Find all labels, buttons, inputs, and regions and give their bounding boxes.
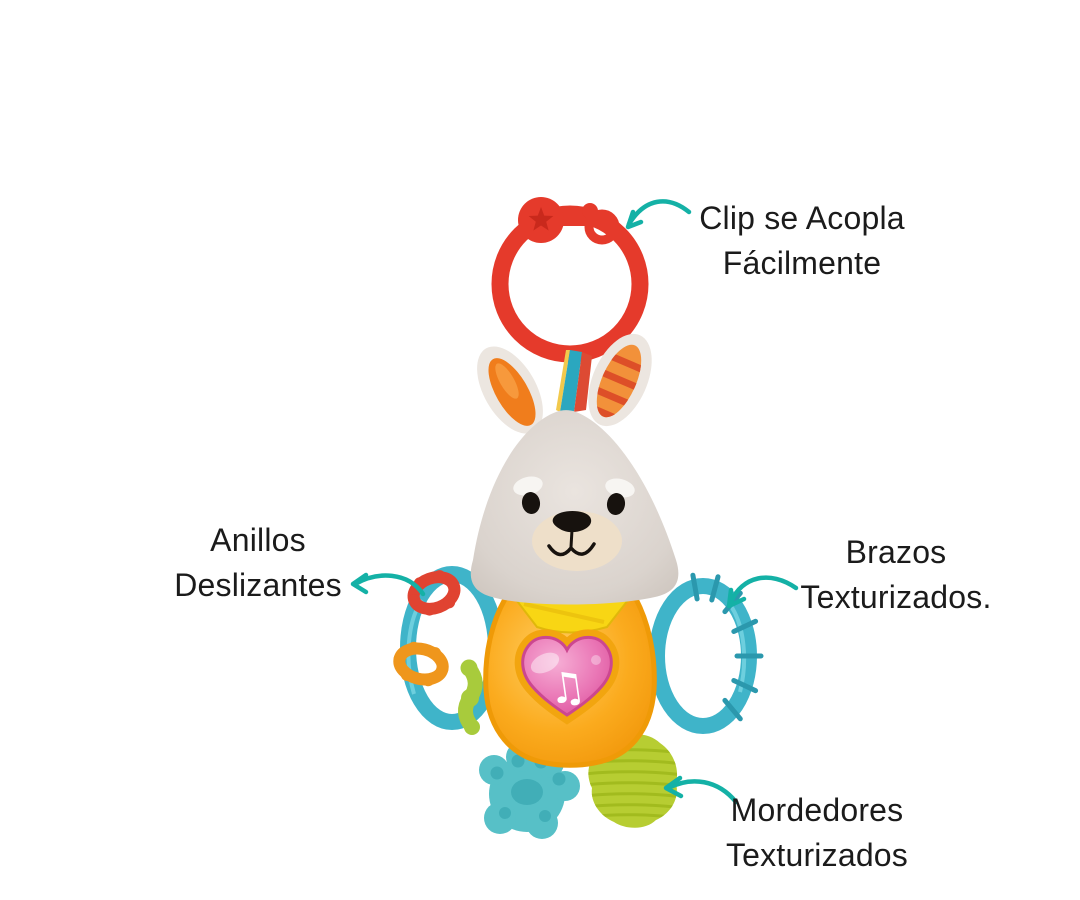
label-arms-line2: Texturizados. [800, 579, 992, 615]
label-rings-line2: Deslizantes [174, 567, 342, 603]
label-rings: Anillos Deslizantes [108, 518, 408, 608]
right-arm-loop [649, 572, 764, 734]
clip-ring [491, 197, 649, 363]
right-eye [606, 493, 626, 515]
music-note-icon: ♫ [544, 660, 589, 715]
label-teethers-line2: Texturizados [725, 837, 909, 873]
slider-ring-red [407, 570, 461, 616]
label-clip-line2: Fácilmente [722, 245, 882, 281]
label-clip-line1: Clip se Acopla [699, 200, 905, 236]
label-rings-line1: Anillos [210, 522, 306, 558]
callout-arrow-arms [726, 575, 799, 609]
left-eye [521, 492, 541, 514]
label-arms-line1: Brazos [845, 534, 947, 570]
star-emboss-button [518, 197, 564, 243]
smile [547, 542, 596, 557]
fabric-loop [556, 350, 592, 412]
clip-clasp [582, 203, 620, 245]
callout-arrow-clip [625, 199, 692, 230]
clip-bar [556, 214, 594, 226]
callout-arrow-teethers [663, 775, 739, 805]
right-eyelid [605, 478, 635, 498]
muzzle [532, 511, 622, 571]
callout-arrow-rings [350, 572, 426, 597]
slider-ring-orange [393, 641, 449, 687]
nose [552, 511, 592, 533]
arm-texture-ridges [690, 572, 764, 722]
label-teethers-line1: Mordedores [730, 792, 904, 828]
left-eyelid [513, 476, 543, 496]
label-teethers: Mordedores Texturizados [667, 788, 967, 878]
label-arms: Brazos Texturizados. [746, 530, 1046, 620]
face [513, 476, 635, 571]
left-ear [477, 346, 543, 434]
plush-head [470, 410, 679, 605]
label-clip: Clip se Acopla Fácilmente [637, 196, 967, 286]
caterpillar-slider [458, 659, 483, 735]
heart-music-button [514, 629, 620, 725]
